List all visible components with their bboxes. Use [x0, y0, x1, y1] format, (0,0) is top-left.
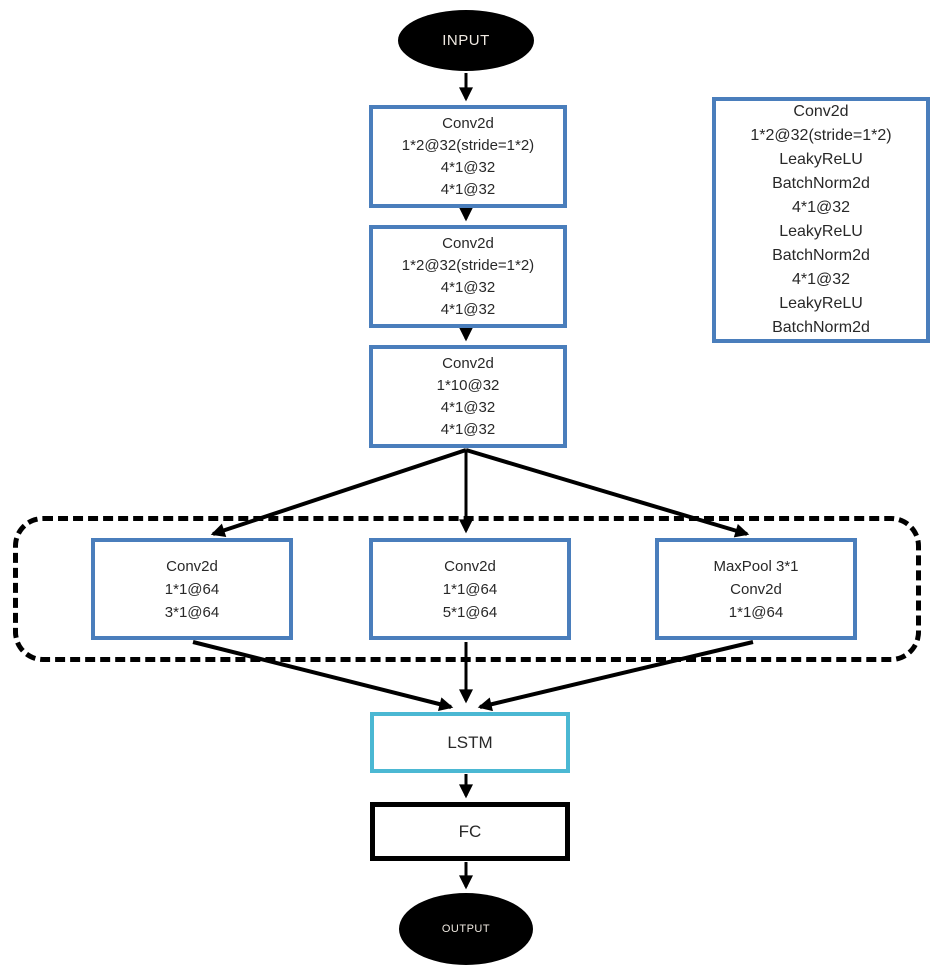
- conv-block-3-line: 4*1@32: [440, 398, 496, 416]
- branch-maxpool-conv: MaxPool 3*1 Conv2d 1*1@64: [655, 538, 857, 640]
- legend-line: 1*2@32(stride=1*2): [750, 127, 892, 144]
- legend-line: BatchNorm2d: [772, 175, 870, 192]
- legend-line: LeakyReLU: [779, 223, 863, 240]
- legend-line: 4*1@32: [791, 199, 851, 216]
- fc-label: FC: [458, 821, 482, 841]
- legend-line: 4*1@32: [791, 271, 851, 288]
- branch-left-line: 1*1@64: [164, 580, 220, 598]
- conv-block-3-line: Conv2d: [442, 354, 494, 372]
- conv-block-2: Conv2d 1*2@32(stride=1*2) 4*1@32 4*1@32: [369, 225, 567, 328]
- branch-left-line: 3*1@64: [164, 603, 220, 621]
- branch-right-line: Conv2d: [730, 580, 782, 598]
- conv-block-3: Conv2d 1*10@32 4*1@32 4*1@32: [369, 345, 567, 448]
- input-terminal: INPUT: [398, 10, 534, 71]
- branch-conv-3x1: Conv2d 1*1@64 3*1@64: [91, 538, 293, 640]
- output-terminal: OUTPUT: [399, 893, 533, 965]
- conv-block-1-line: 4*1@32: [440, 180, 496, 198]
- branch-conv-5x1: Conv2d 1*1@64 5*1@64: [369, 538, 571, 640]
- conv-block-2-line: Conv2d: [442, 234, 494, 252]
- conv-block-2-line: 1*2@32(stride=1*2): [401, 256, 535, 274]
- branch-mid-line: 1*1@64: [442, 580, 498, 598]
- conv-block-2-line: 4*1@32: [440, 278, 496, 296]
- conv-block-1-line: 1*2@32(stride=1*2): [401, 136, 535, 154]
- conv-block-3-line: 4*1@32: [440, 420, 496, 438]
- legend-line: LeakyReLU: [779, 295, 863, 312]
- output-label: OUTPUT: [441, 923, 491, 935]
- branch-mid-line: Conv2d: [444, 557, 496, 575]
- conv-block-2-line: 4*1@32: [440, 300, 496, 318]
- branch-mid-line: 5*1@64: [442, 603, 498, 621]
- lstm-block: LSTM: [370, 712, 570, 773]
- input-label: INPUT: [442, 32, 490, 49]
- branch-right-line: 1*1@64: [728, 603, 784, 621]
- legend-line: LeakyReLU: [779, 151, 863, 168]
- conv-block-1-line: 4*1@32: [440, 158, 496, 176]
- legend-line: Conv2d: [793, 103, 849, 120]
- conv-block-detail-legend: Conv2d 1*2@32(stride=1*2) LeakyReLU Batc…: [712, 97, 930, 343]
- legend-line: BatchNorm2d: [772, 319, 870, 336]
- branch-left-line: Conv2d: [166, 557, 218, 575]
- lstm-label: LSTM: [447, 732, 493, 752]
- conv-block-1: Conv2d 1*2@32(stride=1*2) 4*1@32 4*1@32: [369, 105, 567, 208]
- legend-line: BatchNorm2d: [772, 247, 870, 264]
- conv-block-1-line: Conv2d: [442, 114, 494, 132]
- conv-block-3-line: 1*10@32: [436, 376, 500, 394]
- fc-block: FC: [370, 802, 570, 861]
- branch-right-line: MaxPool 3*1: [713, 557, 799, 575]
